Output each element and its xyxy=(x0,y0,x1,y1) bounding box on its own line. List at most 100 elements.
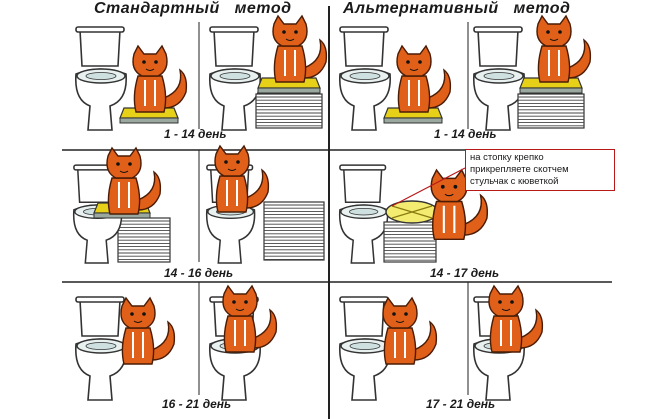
cat-tail xyxy=(519,308,544,349)
cat-eye-left xyxy=(130,312,134,316)
standard-day-range-1: 1 - 14 день xyxy=(164,127,227,141)
cat-chest-stripe xyxy=(442,205,456,233)
cat-tail xyxy=(427,68,452,109)
cat-head xyxy=(536,14,572,47)
cat-eye-right xyxy=(154,60,158,64)
toilet-tank xyxy=(343,29,385,67)
std-r3-cat xyxy=(120,296,176,365)
alt-r3b-cat xyxy=(488,284,544,353)
cat-eye-right xyxy=(558,30,562,34)
cat-tail xyxy=(163,68,188,109)
cat-eye-left xyxy=(232,300,236,304)
cat-eye-left xyxy=(498,300,502,304)
cat-head xyxy=(214,144,250,177)
alternative-day-range-3: 17 - 21 день xyxy=(426,397,496,411)
cat-head xyxy=(382,296,418,329)
cat-eye-left xyxy=(142,60,146,64)
cat-body xyxy=(397,75,431,113)
cat-chest-stripe xyxy=(132,332,144,358)
toilet-tank xyxy=(79,29,121,67)
std-r1b-cat xyxy=(272,14,328,83)
toilet-tank-lid xyxy=(339,26,389,33)
tray-base xyxy=(257,87,321,94)
cat-eye-right xyxy=(510,300,514,304)
cat-eye-right xyxy=(142,312,146,316)
cat-tail xyxy=(413,320,438,361)
callout-pointer xyxy=(391,167,466,207)
cat-mouth xyxy=(235,308,245,311)
cat-body xyxy=(537,45,571,83)
toilet-tank xyxy=(477,29,519,67)
cat-tail xyxy=(253,308,278,349)
cat-body xyxy=(121,327,155,365)
toilet-tank-lid xyxy=(339,296,389,303)
cat-tail xyxy=(151,320,176,361)
cat-eye-right xyxy=(453,184,458,189)
cat-head xyxy=(396,44,432,77)
cat-mouth xyxy=(133,320,143,323)
toilet-tank-lid xyxy=(75,26,125,33)
cat-eye-left xyxy=(224,160,228,164)
cat-tail xyxy=(303,38,328,79)
panels xyxy=(72,14,592,401)
alternative-method-heading: Альтернативный метод xyxy=(343,0,571,17)
standard-day-range-2: 14 - 16 день xyxy=(164,266,234,280)
cat-eye-right xyxy=(418,60,422,64)
cat-head xyxy=(430,168,468,203)
toilet-seat-hole xyxy=(483,72,515,80)
alt-r3-cat xyxy=(382,296,438,365)
std-r2b-stack xyxy=(263,201,325,261)
cat-mouth xyxy=(549,38,559,41)
cat-head xyxy=(120,296,156,329)
alt-r1-cat xyxy=(396,44,452,113)
toilet-seat-hole xyxy=(349,342,381,350)
cat-tail xyxy=(567,38,592,79)
toilet-tank-lid xyxy=(473,26,523,33)
callout-line-3: стульчак с кюветкой xyxy=(470,176,559,187)
cat-chest-stripe xyxy=(144,80,156,106)
cat-body xyxy=(273,45,307,83)
cat-eye-left xyxy=(546,30,550,34)
cat-body xyxy=(107,177,141,215)
cat-eye-right xyxy=(236,160,240,164)
cat-mouth xyxy=(145,68,155,71)
alt-r3-toilet xyxy=(338,296,391,401)
toilet-tank-lid xyxy=(75,296,125,303)
stack-outline xyxy=(383,221,437,263)
cat-eye-right xyxy=(294,30,298,34)
cat-body xyxy=(133,75,167,113)
cat-head xyxy=(132,44,168,77)
tape-cross-icon xyxy=(391,205,433,219)
alternative-day-range-2: 14 - 17 день xyxy=(430,266,500,280)
alt-r1b-cat xyxy=(536,14,592,83)
toilet-seat-hole xyxy=(349,72,381,80)
cat-mouth xyxy=(395,320,405,323)
standard-day-range-3: 16 - 21 день xyxy=(162,397,232,411)
cat-mouth xyxy=(119,170,129,173)
cat-tail xyxy=(137,170,162,211)
cat-chest-stripe xyxy=(548,50,560,76)
alt-r1b-stack xyxy=(517,93,585,129)
cat-mouth xyxy=(501,308,511,311)
toilet-tank-lid xyxy=(209,26,259,33)
cat-body xyxy=(489,315,523,353)
alt-r2-toilet xyxy=(338,164,389,264)
cat-head xyxy=(272,14,308,47)
alt-r2-stack xyxy=(383,221,437,263)
toilet-tank xyxy=(79,299,121,337)
cat-chest-stripe xyxy=(394,332,406,358)
standard-method-heading: Стандартный метод xyxy=(94,0,292,17)
cat-chest-stripe xyxy=(226,180,238,206)
std-r1b-stack xyxy=(255,93,323,129)
cat-body xyxy=(215,175,249,213)
std-r2b-cat xyxy=(214,144,270,213)
cat-head xyxy=(222,284,258,317)
cat-chest-stripe xyxy=(500,320,512,346)
callout-line-2: прикрепляете скотчем xyxy=(470,164,569,175)
cat-chest-stripe xyxy=(284,50,296,76)
alt-r1b-toilet xyxy=(472,26,525,131)
cat-eye-right xyxy=(404,312,408,316)
cat-mouth xyxy=(285,38,295,41)
